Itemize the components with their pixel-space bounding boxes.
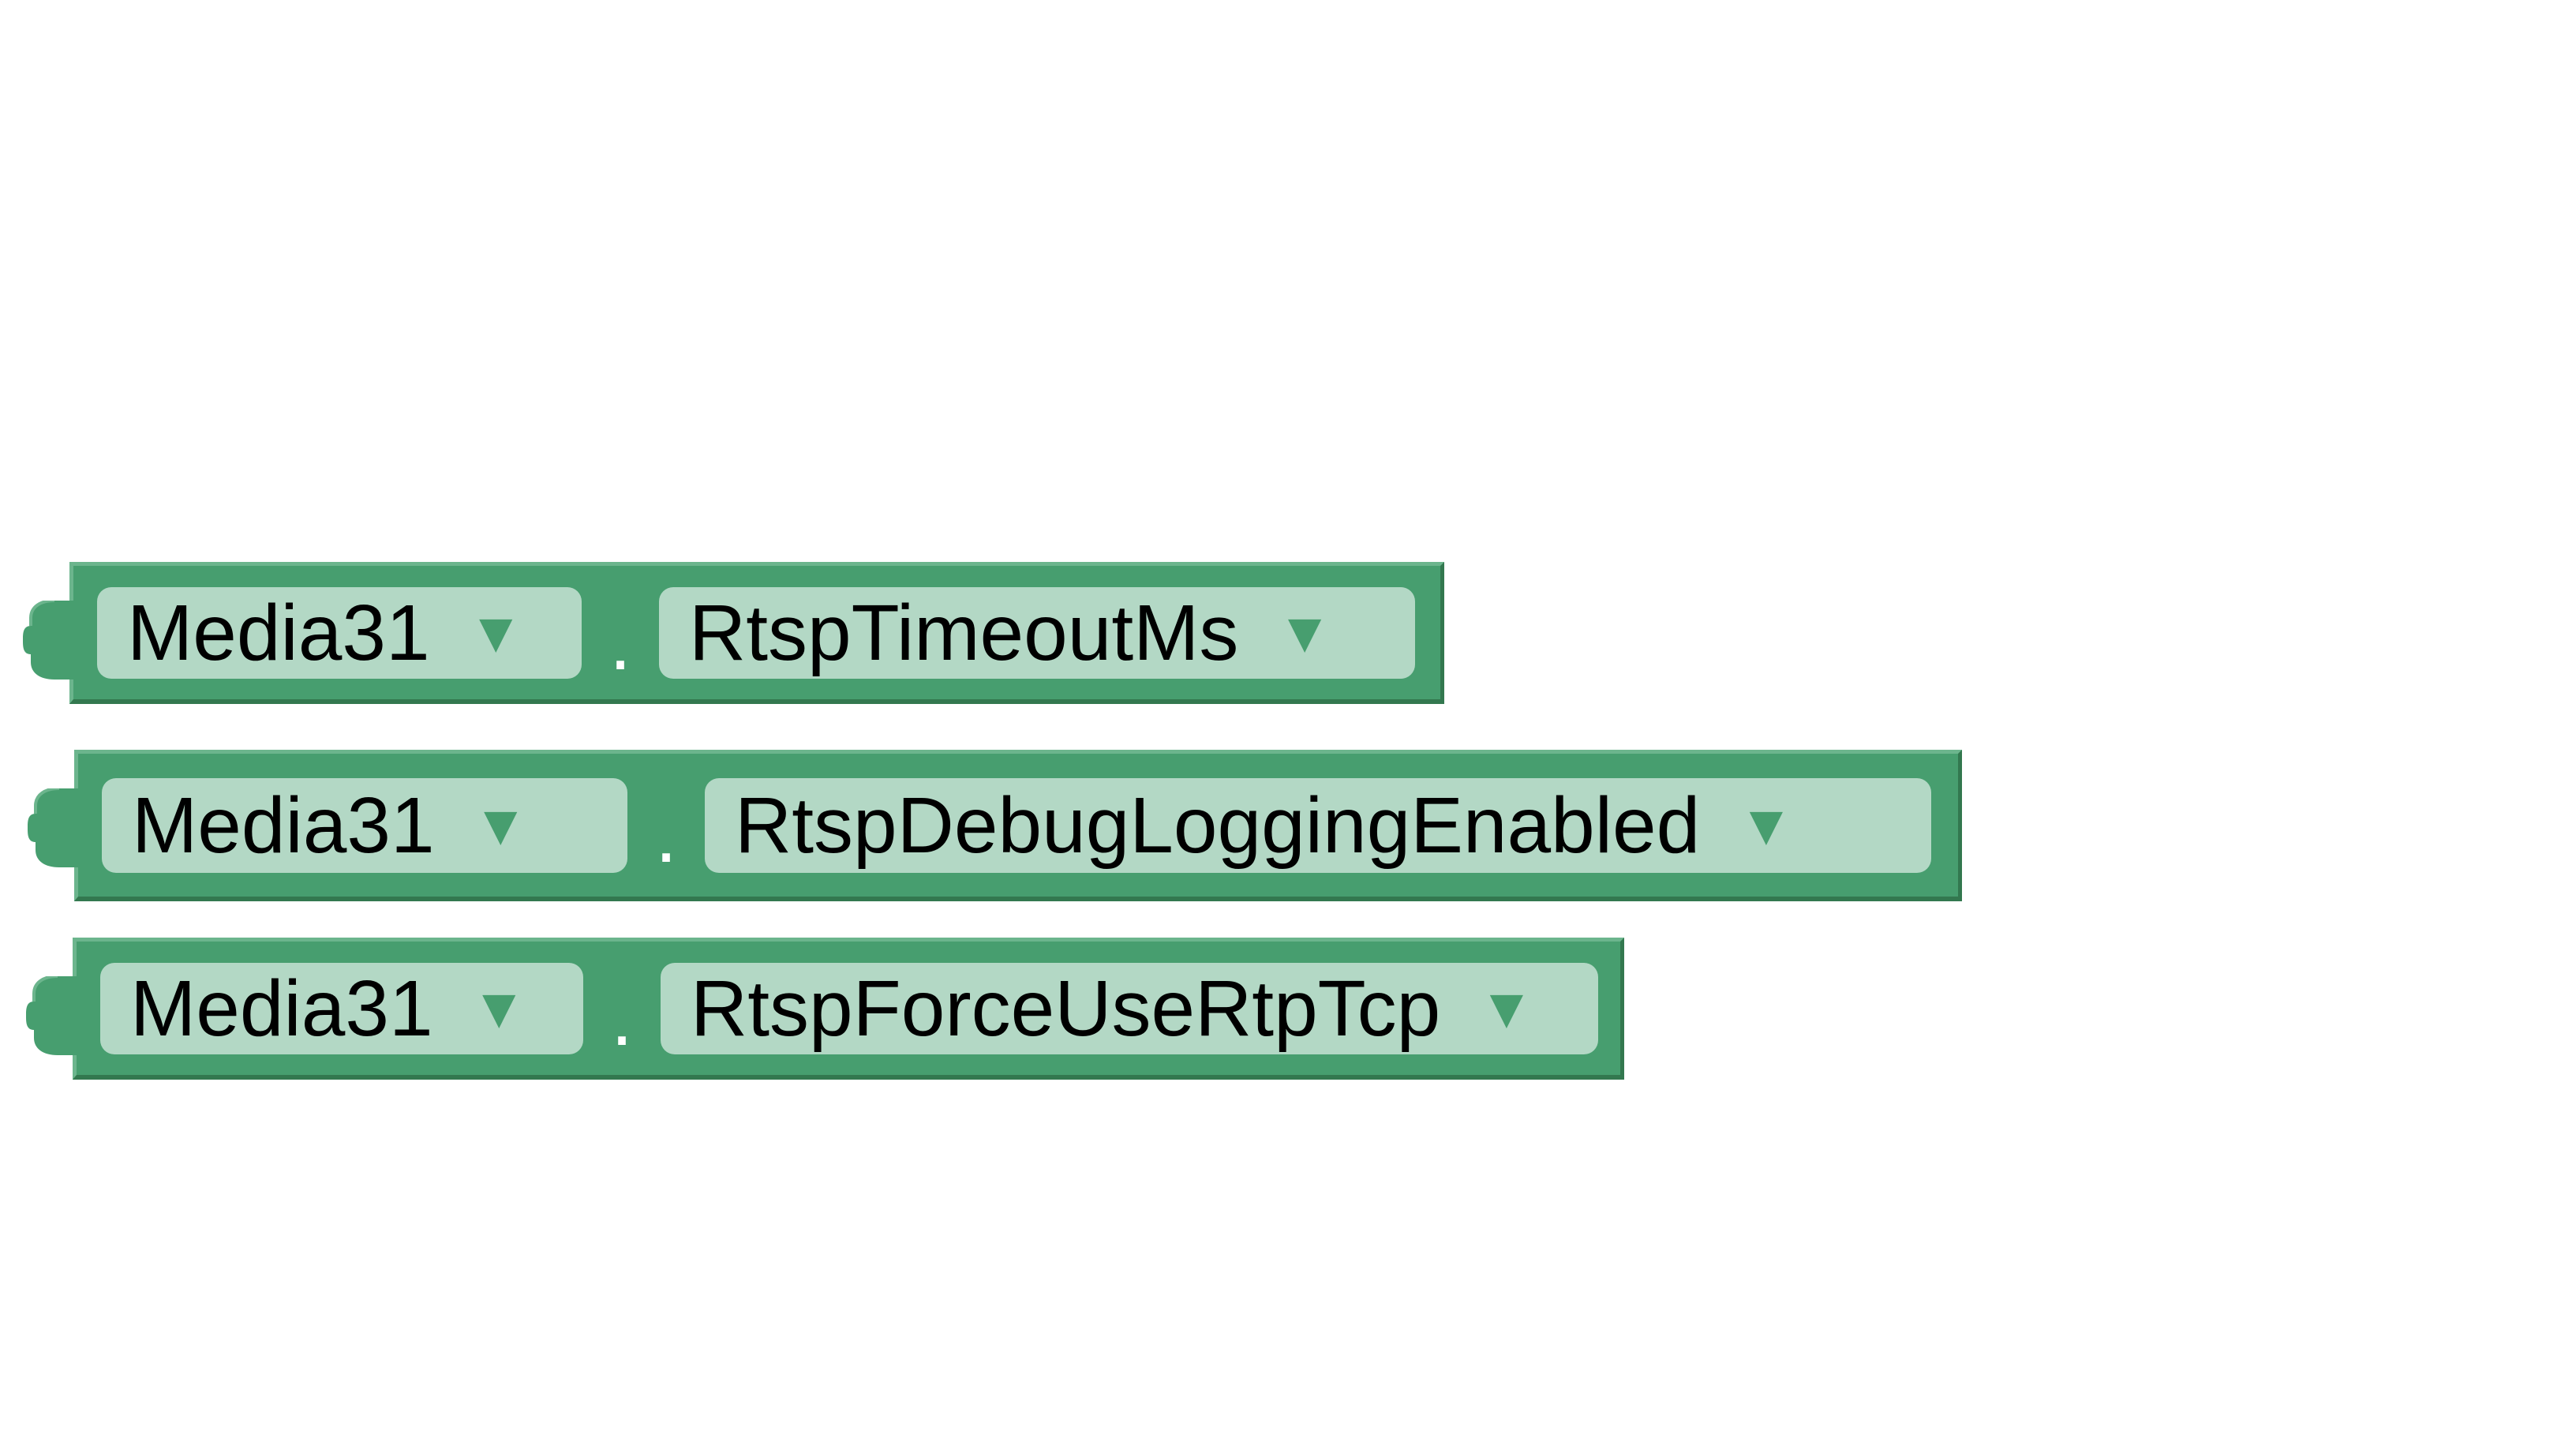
output-connector-icon: [26, 976, 81, 1055]
property-dropdown[interactable]: RtspForceUseRtpTcp ▼: [661, 962, 1598, 1054]
component-getter-block[interactable]: Media31 ▼ . RtspForceUseRtpTcp ▼: [26, 938, 1624, 1080]
member-separator: .: [611, 973, 633, 1062]
dropdown-arrow-icon: ▼: [1276, 601, 1333, 665]
member-separator: .: [655, 790, 677, 879]
component-dropdown[interactable]: Media31 ▼: [102, 777, 627, 873]
dropdown-arrow-icon: ▼: [467, 601, 524, 665]
component-getter-block[interactable]: Media31 ▼ . RtspTimeoutMs ▼: [23, 562, 1444, 704]
property-name: RtspTimeoutMs: [689, 588, 1239, 677]
property-dropdown[interactable]: RtspDebugLoggingEnabled ▼: [705, 777, 1931, 873]
component-dropdown[interactable]: Media31 ▼: [100, 962, 583, 1054]
property-dropdown[interactable]: RtspTimeoutMs ▼: [659, 586, 1415, 679]
property-name: RtspDebugLoggingEnabled: [735, 781, 1701, 870]
component-name: Media31: [132, 781, 435, 870]
component-getter-block[interactable]: Media31 ▼ . RtspDebugLoggingEnabled ▼: [28, 750, 1962, 901]
property-name: RtspForceUseRtpTcp: [691, 964, 1441, 1053]
output-connector-icon: [28, 788, 83, 867]
component-name: Media31: [127, 588, 430, 677]
member-separator: .: [609, 597, 631, 687]
component-dropdown[interactable]: Media31 ▼: [97, 586, 582, 679]
component-name: Media31: [130, 964, 433, 1053]
dropdown-arrow-icon: ▼: [1478, 976, 1535, 1040]
dropdown-arrow-icon: ▼: [472, 793, 529, 857]
output-connector-icon: [23, 601, 78, 680]
dropdown-arrow-icon: ▼: [470, 976, 527, 1040]
dropdown-arrow-icon: ▼: [1738, 793, 1795, 857]
